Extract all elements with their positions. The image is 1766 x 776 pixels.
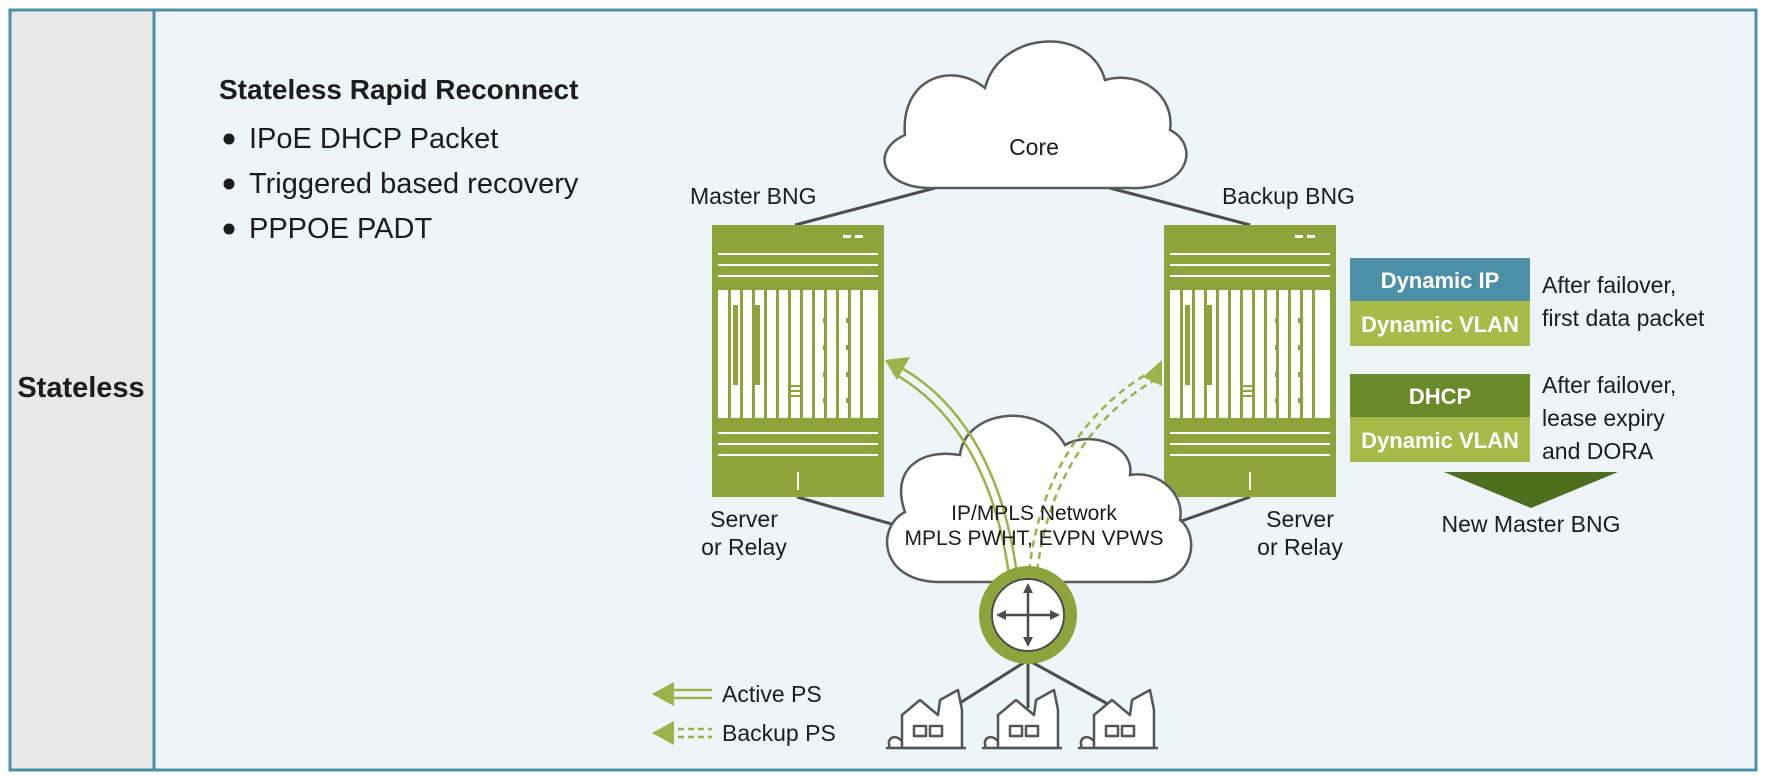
failover-box-2: DHCP Dynamic VLAN After failover, lease … — [1350, 372, 1676, 464]
failover-box-1: Dynamic IP Dynamic VLAN After failover, … — [1350, 258, 1705, 346]
backup-bng-label: Backup BNG — [1222, 183, 1355, 209]
server-relay-left-line1: Server — [710, 506, 778, 532]
side-panel — [8, 8, 156, 772]
backup-ps-arrow — [1026, 360, 1162, 584]
legend-active-arrow — [652, 682, 712, 706]
note-1-line2: first data packet — [1542, 305, 1705, 331]
heading: Stateless Rapid Reconnect — [219, 74, 578, 105]
dhcp-label: DHCP — [1409, 384, 1471, 409]
new-master-arrow — [1444, 472, 1618, 508]
bullet-2: Triggered based recovery — [249, 168, 579, 200]
bullet-dot — [223, 178, 235, 190]
legend-active-label: Active PS — [722, 681, 822, 707]
bullet-3: PPPOE PADT — [249, 213, 432, 245]
note-1-line1: After failover, — [1542, 272, 1676, 298]
network-label-line1: IP/MPLS Network — [951, 502, 1117, 525]
legend-backup-label: Backup PS — [722, 720, 836, 746]
note-2-line1: After failover, — [1542, 372, 1676, 398]
backup-bng-chassis — [1164, 225, 1336, 497]
note-2-line2: lease expiry — [1542, 405, 1665, 431]
dynamic-vlan-box — [1350, 301, 1530, 346]
house-icon — [886, 688, 966, 750]
core-label: Core — [1009, 134, 1059, 160]
server-relay-right-line2: or Relay — [1257, 534, 1343, 560]
ip-mpls-cloud — [885, 414, 1193, 584]
legend-backup-arrow — [652, 721, 712, 745]
core-cloud — [883, 40, 1188, 190]
new-master-label: New Master BNG — [1442, 511, 1621, 537]
server-relay-left-line2: or Relay — [701, 534, 787, 560]
server-relay-right-line1: Server — [1266, 506, 1334, 532]
house-icon-group — [886, 688, 1158, 750]
dynamic-vlan-label: Dynamic VLAN — [1361, 312, 1519, 337]
house-icon — [982, 688, 1062, 750]
bullet-dot — [223, 223, 235, 235]
dynamic-ip-box — [1350, 258, 1530, 301]
router-icon — [979, 566, 1077, 664]
dhcp-box — [1350, 374, 1530, 417]
master-bng-label: Master BNG — [690, 183, 817, 209]
bullet-dot — [223, 133, 235, 145]
network-label-line2: MPLS PWHT, EVPN VPWS — [904, 527, 1163, 550]
legend: Active PS Backup PS — [652, 681, 836, 746]
side-label: Stateless — [17, 372, 144, 404]
bullet-1: IPoE DHCP Packet — [249, 123, 498, 155]
dynamic-ip-label: Dynamic IP — [1381, 268, 1500, 293]
dynamic-vlan-box — [1350, 417, 1530, 462]
note-2-line3: and DORA — [1542, 438, 1654, 464]
connection-lines — [794, 186, 1251, 710]
house-icon — [1078, 688, 1158, 750]
active-ps-arrow — [885, 357, 1020, 584]
dynamic-vlan-label: Dynamic VLAN — [1361, 428, 1519, 453]
master-bng-chassis — [712, 225, 884, 497]
